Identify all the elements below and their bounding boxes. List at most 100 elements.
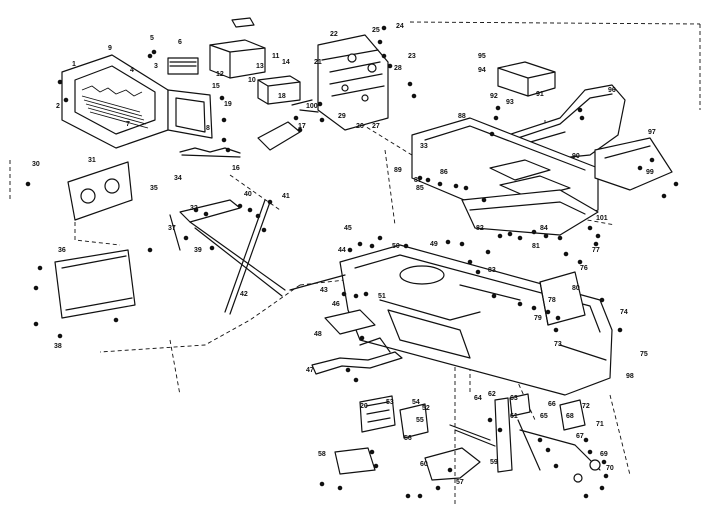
fastener-dot — [319, 481, 325, 487]
callout-87: 87 — [414, 177, 422, 184]
fastener-dot — [497, 233, 503, 239]
rear-deflector — [594, 137, 673, 191]
fastener-dot — [517, 235, 523, 241]
callout-26: 26 — [356, 123, 364, 130]
callout-19: 19 — [224, 101, 232, 108]
callout-84: 84 — [540, 225, 548, 232]
callout-49: 49 — [430, 241, 438, 248]
callout-33: 33 — [420, 143, 428, 150]
fastener-dot — [203, 211, 209, 217]
callout-90: 90 — [572, 153, 580, 160]
fastener-dot — [557, 235, 563, 241]
fastener-dot — [425, 177, 431, 183]
callout-96: 96 — [608, 87, 616, 94]
callout-65: 65 — [540, 413, 548, 420]
fastener-dot — [583, 437, 589, 443]
callout-100: 100 — [306, 103, 318, 110]
fastener-dot — [33, 285, 39, 291]
steering-console — [291, 34, 389, 131]
part-callouts: 1234567891011121314151617181920212223242… — [32, 23, 656, 486]
callout-66: 66 — [548, 401, 556, 408]
fastener-dot — [183, 235, 189, 241]
dashboard-panel — [61, 54, 213, 149]
callout-22: 22 — [330, 31, 338, 38]
fastener-dot — [369, 243, 375, 249]
fastener-dot — [363, 291, 369, 297]
callout-46: 46 — [332, 301, 340, 308]
fastener-dot — [417, 175, 423, 181]
fastener-dot — [337, 485, 343, 491]
fastener-dot — [387, 63, 393, 69]
fastener-dot — [577, 259, 583, 265]
callout-101: 101 — [596, 215, 608, 222]
fastener-dot — [357, 241, 363, 247]
fastener-dot — [595, 233, 601, 239]
fastener-dot — [57, 79, 63, 85]
callout-1: 1 — [72, 61, 76, 68]
callout-94: 94 — [478, 67, 486, 74]
callout-16: 16 — [232, 165, 240, 172]
fastener-dot — [345, 367, 351, 373]
callout-61: 61 — [510, 413, 518, 420]
callout-97: 97 — [648, 129, 656, 136]
fastener-dot — [209, 245, 215, 251]
callout-80: 80 — [572, 285, 580, 292]
callout-93: 93 — [506, 99, 514, 106]
fastener-dot — [411, 93, 417, 99]
callout-5: 5 — [150, 35, 154, 42]
callout-44: 44 — [338, 247, 346, 254]
fastener-dot — [417, 493, 423, 499]
fastener-dot — [447, 467, 453, 473]
fastener-dot — [377, 235, 383, 241]
callout-23: 23 — [408, 53, 416, 60]
fastener-dot — [225, 147, 231, 153]
fastener-dot — [537, 437, 543, 443]
fastener-dot — [405, 493, 411, 499]
callout-36: 36 — [58, 247, 66, 254]
fastener-dot — [63, 97, 69, 103]
fastener-dot — [381, 25, 387, 31]
fastener-dot — [661, 193, 667, 199]
fastener-dot — [347, 247, 353, 253]
callout-59: 59 — [490, 459, 498, 466]
callout-27: 27 — [372, 123, 380, 130]
fastener-dot — [437, 181, 443, 187]
fastener-dot — [267, 199, 273, 205]
fastener-dot — [673, 181, 679, 187]
fastener-dot — [459, 241, 465, 247]
fastener-dot — [507, 231, 513, 237]
fastener-dot — [341, 291, 347, 297]
callout-41: 41 — [282, 193, 290, 200]
callout-71: 71 — [596, 421, 604, 428]
callout-68: 68 — [566, 413, 574, 420]
fastener-dot — [359, 335, 365, 341]
fastener-dot — [407, 81, 413, 87]
callout-77: 77 — [592, 247, 600, 254]
callout-98: 98 — [626, 373, 634, 380]
callout-89: 89 — [394, 167, 402, 174]
callout-48: 48 — [314, 331, 322, 338]
fastener-dot — [577, 107, 583, 113]
callout-81: 81 — [532, 243, 540, 250]
fastener-dot — [555, 315, 561, 321]
fastener-dot — [545, 309, 551, 315]
fastener-dot — [33, 321, 39, 327]
fastener-dot — [599, 297, 605, 303]
fastener-dot — [319, 117, 325, 123]
callout-70: 70 — [606, 465, 614, 472]
callout-64: 64 — [474, 395, 482, 402]
callout-34: 34 — [174, 175, 182, 182]
fastener-dot — [403, 243, 409, 249]
fastener-dot — [37, 265, 43, 271]
callout-69: 69 — [600, 451, 608, 458]
battery-box — [497, 61, 556, 97]
callout-9: 9 — [108, 45, 112, 52]
callout-92: 92 — [490, 93, 498, 100]
fastener-dot — [297, 127, 303, 133]
fastener-dot — [649, 157, 655, 163]
fastener-dot — [487, 417, 493, 423]
callout-37: 37 — [168, 225, 176, 232]
callout-43: 43 — [320, 287, 328, 294]
